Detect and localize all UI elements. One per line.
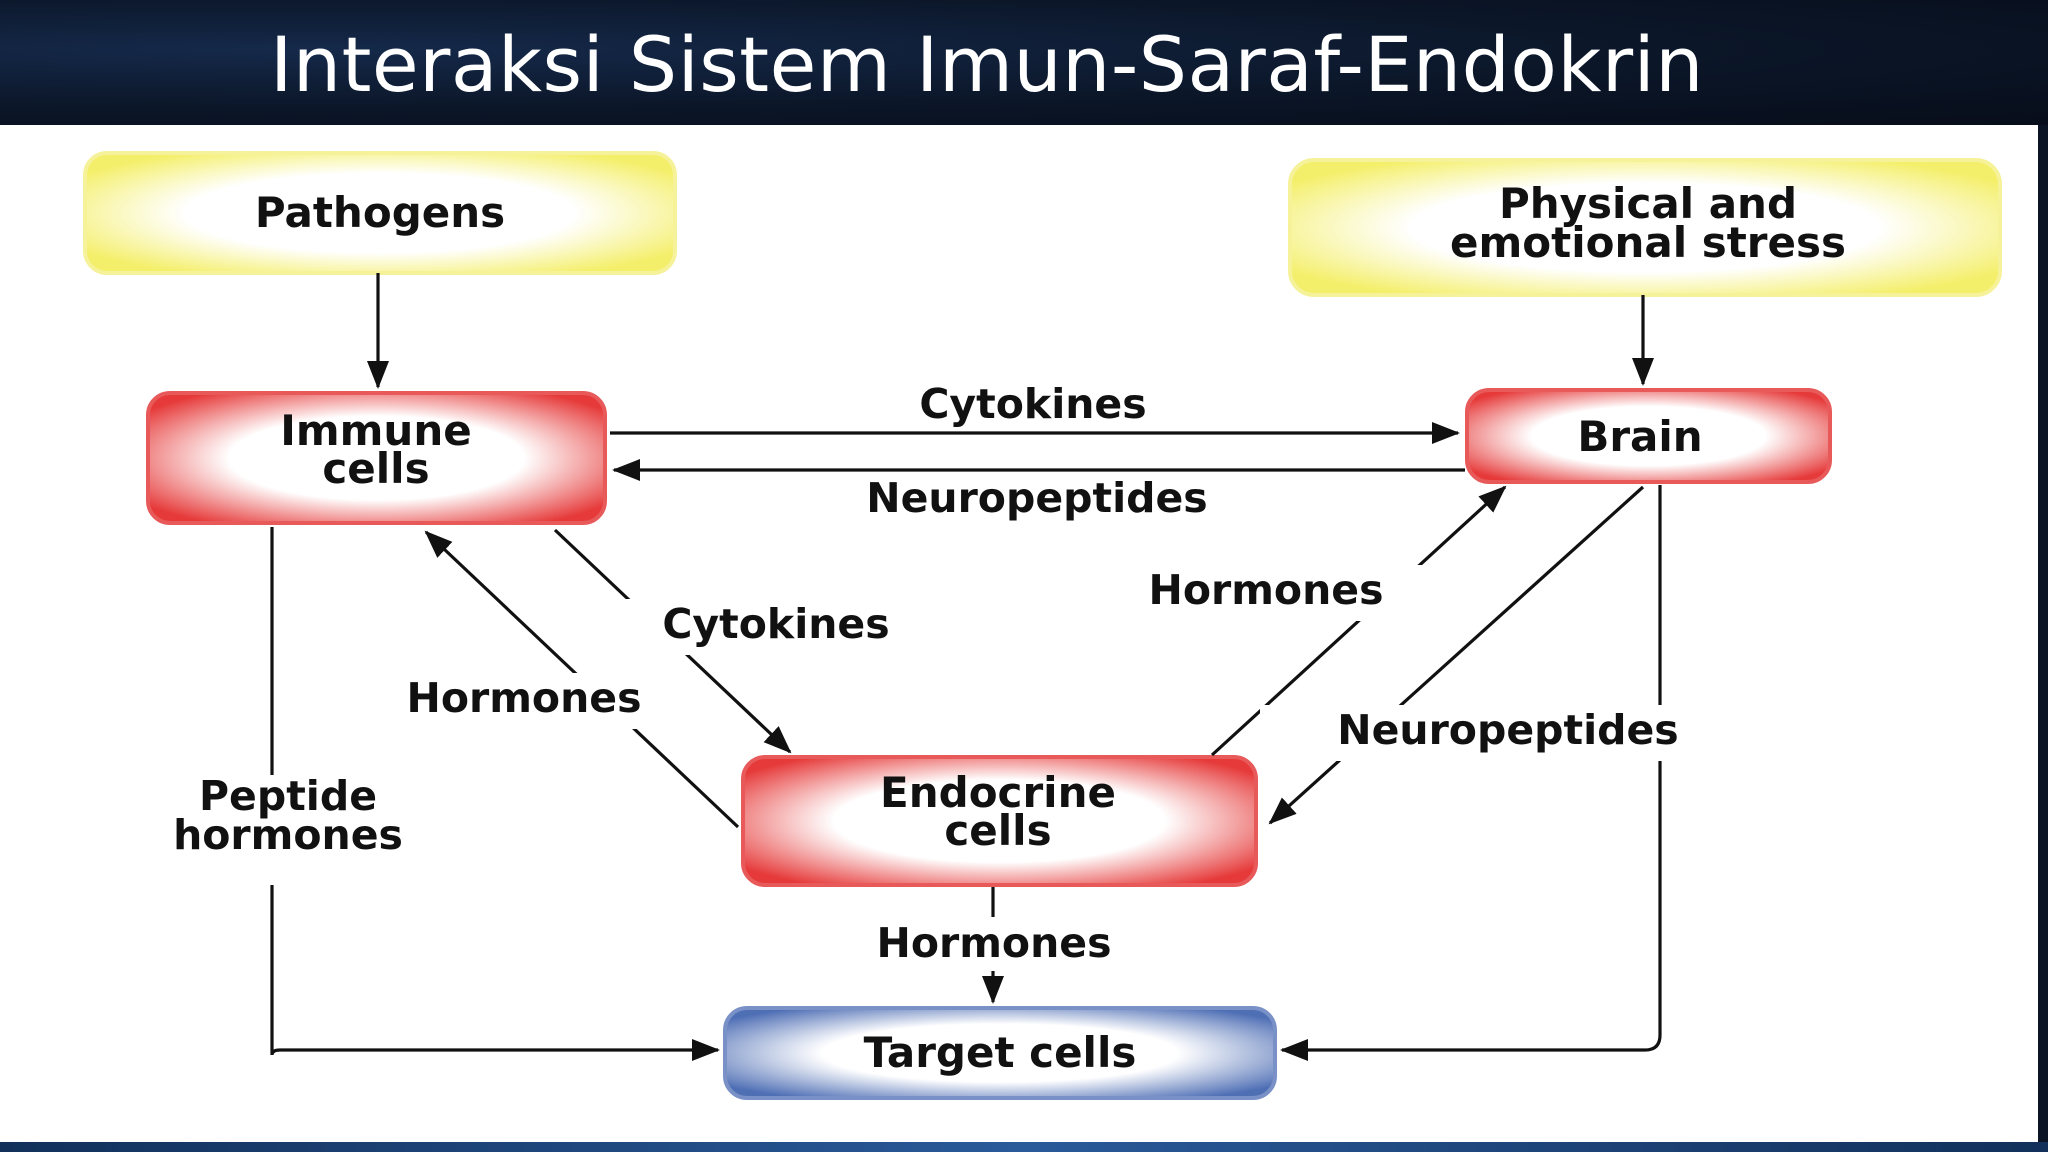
target-cells-label: Target cells xyxy=(864,1028,1137,1077)
bottom-band xyxy=(0,1142,2048,1152)
label-peptide-hormones-line2: hormones xyxy=(173,811,403,859)
immune-nerve-endocrine-diagram: Pathogens Physical and emotional stress … xyxy=(83,151,2002,1100)
edge-labels: Cytokines Neuropeptides Cytokines Hormon… xyxy=(125,380,1740,971)
endocrine-cells-box: Endocrine cells xyxy=(741,755,1258,887)
immune-cells-label-line2: cells xyxy=(322,444,429,493)
label-neuropeptides-right: Neuropeptides xyxy=(1337,706,1678,754)
stress-label-line2: emotional stress xyxy=(1450,218,1846,267)
immune-cells-box: Immune cells xyxy=(146,391,607,525)
immune-cells-label-line1: Immune xyxy=(280,406,471,455)
stress-box: Physical and emotional stress xyxy=(1288,158,2002,297)
pathogens-box: Pathogens xyxy=(83,151,677,275)
arrow-brain-to-endocrine xyxy=(1268,485,1645,825)
slide-title: Interaksi Sistem Imun-Saraf-Endokrin xyxy=(270,20,1704,109)
pathogens-label: Pathogens xyxy=(255,188,505,237)
endocrine-cells-label-line1: Endocrine xyxy=(880,768,1116,817)
stress-label-line1: Physical and xyxy=(1499,179,1797,228)
arrow-brain-to-target xyxy=(1280,485,1662,1061)
endocrine-cells-label-line2: cells xyxy=(944,806,1051,855)
label-hormones-left: Hormones xyxy=(407,674,642,722)
label-peptide-hormones-line1: Peptide xyxy=(199,772,377,820)
diagram-panel: Pathogens Physical and emotional stress … xyxy=(0,125,2038,1142)
label-neuropeptides-top: Neuropeptides xyxy=(866,474,1207,522)
label-cytokines-diagonal: Cytokines xyxy=(662,600,889,648)
brain-label: Brain xyxy=(1577,412,1702,461)
brain-box: Brain xyxy=(1465,388,1832,484)
arrow-immune-to-target xyxy=(270,527,720,1061)
slide-header: Interaksi Sistem Imun-Saraf-Endokrin xyxy=(0,0,2048,125)
label-hormones-bottom: Hormones xyxy=(877,919,1112,967)
target-cells-box: Target cells xyxy=(723,1006,1277,1100)
label-hormones-right: Hormones xyxy=(1149,566,1384,614)
label-cytokines-top: Cytokines xyxy=(919,380,1146,428)
